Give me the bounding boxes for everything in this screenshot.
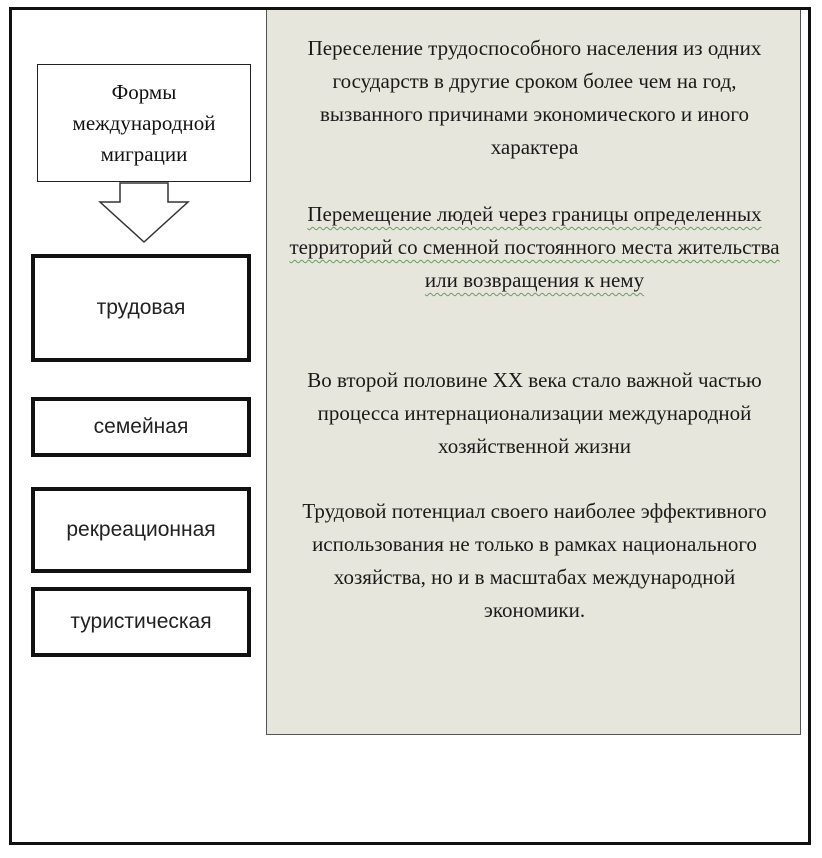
header-line-2: международной bbox=[72, 110, 216, 135]
form-box-family: семейная bbox=[31, 397, 251, 457]
header-line-1: Формы bbox=[111, 79, 177, 104]
form-label: туристическая bbox=[70, 610, 212, 633]
form-label: семейная bbox=[93, 415, 189, 438]
form-box-tourist: туристическая bbox=[31, 587, 251, 657]
definition-text: Перемещение людей через границы определе… bbox=[289, 202, 780, 292]
form-label: рекреационная bbox=[66, 518, 216, 541]
down-arrow-icon bbox=[98, 182, 190, 244]
form-box-recreational: рекреационная bbox=[31, 487, 251, 573]
definitions-panel: Переселение трудоспособного населения из… bbox=[266, 10, 801, 735]
header-title: Формы международной миграции bbox=[73, 77, 216, 170]
header-box: Формы международной миграции bbox=[37, 64, 251, 182]
outer-frame bbox=[9, 7, 811, 845]
definition-text: Трудовой потенциал своего наиболее эффек… bbox=[302, 499, 767, 622]
header-line-3: миграции bbox=[100, 141, 188, 166]
form-label: трудовая bbox=[96, 296, 186, 319]
definition-text: Во второй половине XX века стало важной … bbox=[307, 368, 762, 458]
form-box-labor: трудовая bbox=[31, 254, 251, 362]
definition-text: Переселение трудоспособного населения из… bbox=[307, 36, 762, 159]
